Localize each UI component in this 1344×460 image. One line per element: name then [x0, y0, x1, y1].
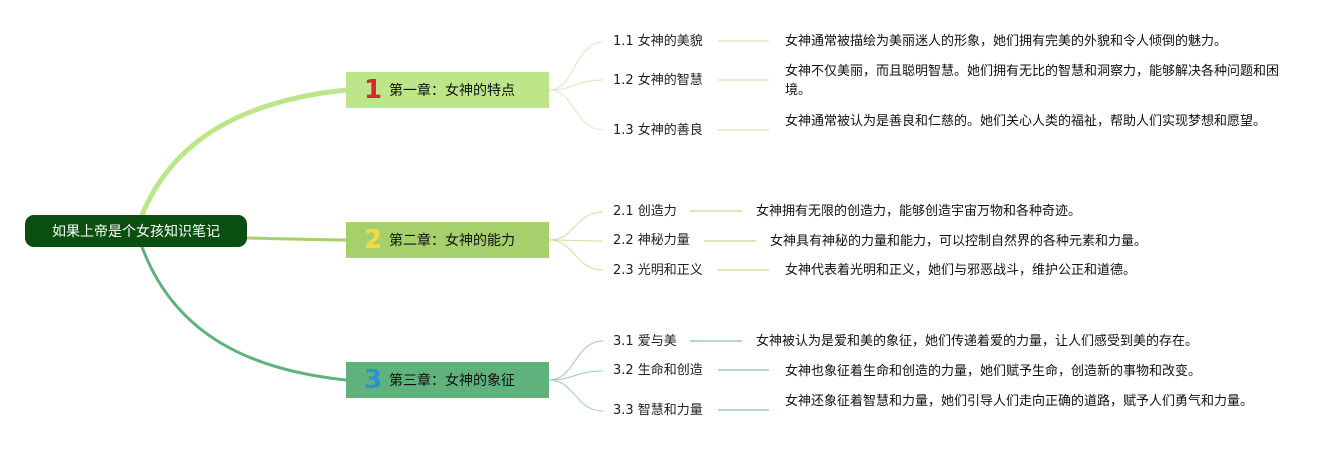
chapter-node-3[interactable]: 3 第三章：女神的象征 [346, 362, 549, 398]
chapter-number-3: 3 [364, 365, 383, 395]
description-2-3: 女神代表着光明和正义，她们与邪恶战斗，维护公正和道德。 [785, 263, 1137, 278]
sub-line-3-3 [548, 379, 604, 412]
chapter-title-1: 第一章：女神的特点 [389, 83, 515, 99]
root-node[interactable]: 如果上帝是个女孩知识笔记 [25, 215, 247, 247]
topic-3-3[interactable]: 3.3 智慧和力量 [613, 403, 703, 418]
description-3-2: 女神也象征着生命和创造的力量，她们赋予生命，创造新的事物和改变。 [785, 364, 1202, 379]
chapter-title-3: 第三章：女神的象征 [389, 373, 515, 389]
description-3-3: 女神还象征着智慧和力量，她们引导人们走向正确的道路，赋予人们勇气和力量。 [785, 394, 1254, 409]
topic-2-3[interactable]: 2.3 光明和正义 [613, 263, 703, 278]
chapter-node-1[interactable]: 1 第一章：女神的特点 [346, 72, 549, 108]
topic-3-1[interactable]: 3.1 爱与美 [613, 334, 677, 349]
topic-3-2[interactable]: 3.2 生命和创造 [613, 363, 703, 378]
description-2-2: 女神具有神秘的力量和能力，可以控制自然界的各种元素和力量。 [770, 234, 1148, 249]
chapter-node-2[interactable]: 2 第二章：女神的能力 [346, 222, 549, 258]
sub-line-3-2 [548, 370, 604, 381]
sub-line-1-2 [548, 79, 604, 91]
chapter-title-2: 第二章：女神的能力 [389, 233, 515, 249]
sub-line-1-3 [548, 89, 604, 131]
sub-line-3-1 [548, 340, 604, 381]
description-1-2: 女神不仅美丽，而且聪明智慧。她们拥有无比的智慧和洞察力，能够解决各种问题和困境。 [785, 64, 1280, 98]
topic-1-2[interactable]: 1.2 女神的智慧 [613, 73, 703, 88]
branch-line-chapter-3 [140, 245, 348, 382]
root-label: 如果上帝是个女孩知识笔记 [52, 224, 220, 240]
chapter-number-1: 1 [364, 75, 383, 105]
description-1-3: 女神通常被认为是善良和仁慈的。她们关心人类的福祉，帮助人们实现梦想和愿望。 [785, 114, 1267, 129]
chapter-number-2: 2 [364, 225, 383, 255]
sub-line-2-3 [548, 239, 604, 271]
description-1-1: 女神通常被描绘为美丽迷人的形象，她们拥有完美的外貌和令人倾倒的魅力。 [785, 34, 1228, 49]
topic-1-3[interactable]: 1.3 女神的善良 [613, 123, 703, 138]
description-3-1: 女神被认为是爱和美的象征，她们传递着爱的力量，让人们感受到美的存在。 [756, 334, 1199, 349]
sub-line-1-1 [548, 41, 604, 91]
sub-line-2-1 [548, 211, 604, 241]
branch-line-chapter-1 [139, 87, 349, 218]
branch-line-chapter-2 [245, 236, 348, 242]
topic-2-1[interactable]: 2.1 创造力 [613, 204, 677, 219]
topic-1-1[interactable]: 1.1 女神的美貌 [613, 34, 703, 49]
topic-2-2[interactable]: 2.2 神秘力量 [613, 233, 690, 248]
sub-line-2-2 [548, 239, 604, 242]
description-2-1: 女神拥有无限的创造力，能够创造宇宙万物和各种奇迹。 [756, 204, 1082, 219]
